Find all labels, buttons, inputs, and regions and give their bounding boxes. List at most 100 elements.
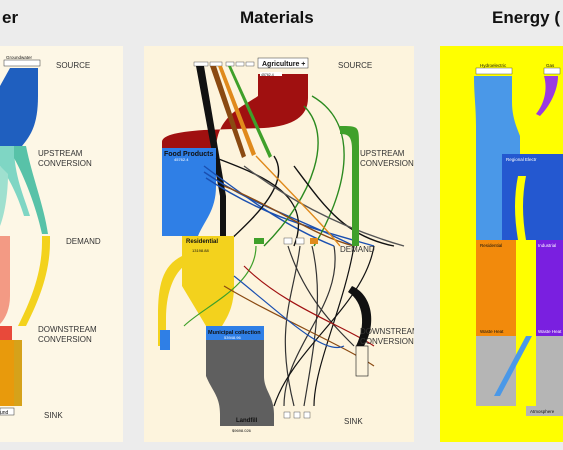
energy-gas-node-box (543, 67, 561, 75)
water-panel: er Groundwater und SOURCE UP (0, 0, 130, 450)
energy-left-flow (476, 154, 502, 240)
materials-source-stub-1 (193, 61, 209, 67)
materials-sink-node-3 (303, 411, 311, 419)
water-source-flow (0, 68, 38, 146)
water-demand-bar-yellow (42, 236, 50, 242)
energy-grey-flow-1 (476, 336, 516, 406)
energy-sankey-diagram: Hydroelectric Gas Regional Electr Reside… (474, 63, 563, 416)
materials-residential-flow (182, 246, 234, 326)
materials-source-stub-5 (245, 61, 255, 67)
materials-stage-sink: SINK (344, 417, 363, 426)
materials-landfill-value: $9698.026 (232, 428, 252, 433)
materials-stage-source: SOURCE (338, 61, 372, 70)
materials-landfill-node-box (220, 414, 274, 426)
energy-regional-flow (502, 164, 563, 240)
materials-demand-node-white-2 (295, 237, 305, 245)
water-panel-title: er (2, 8, 19, 27)
materials-demand-node-orange (310, 238, 318, 244)
water-stage-downstream-1: DOWNSTREAM (38, 325, 97, 334)
energy-atmosphere-label: Atmosphere (530, 409, 555, 414)
materials-flow-orange (218, 66, 256, 156)
materials-municipal-label: Municipal collection (208, 330, 261, 336)
water-source-node-label: Groundwater (6, 55, 33, 60)
energy-waste-heat-2-label: Waste Heat (538, 329, 562, 334)
materials-municipal-flow (206, 340, 274, 414)
energy-atmosphere-node-box (526, 406, 563, 416)
water-stage-upstream-1: UPSTREAM (38, 149, 83, 158)
materials-sink-node-2 (293, 411, 301, 419)
energy-hydro-label: Hydroelectric (480, 63, 507, 68)
materials-source-stub-2 (209, 61, 223, 67)
water-stage-sink: SINK (44, 411, 63, 420)
energy-regional-node-box (502, 154, 563, 164)
energy-panel: Energy ( (430, 0, 563, 450)
materials-stage-upstream-1: UPSTREAM (360, 149, 405, 158)
materials-agriculture-value: 45762.4 (261, 73, 274, 77)
energy-waste-heat-2-node-box (536, 326, 563, 336)
materials-flow-green (228, 66, 272, 158)
energy-hydro-flow (474, 76, 520, 154)
materials-food-node-box (162, 148, 216, 162)
energy-panel-title: Energy ( (492, 8, 561, 27)
energy-residential-node-box (476, 240, 516, 250)
water-source-node-box (3, 59, 41, 67)
energy-industrial-node-box (536, 240, 563, 250)
water-flow-yellow (18, 242, 50, 326)
materials-demand-node-green (254, 238, 264, 244)
materials-municipal-node-box (206, 326, 264, 340)
materials-agriculture-value-box (260, 72, 282, 76)
water-flow-salmon (0, 296, 10, 324)
materials-stage-downstream-1: DOWNSTREAM (360, 327, 414, 336)
materials-sankey-card: Agriculture + 45762.4 Food Products 4576… (144, 46, 414, 442)
materials-flow-green-loop (340, 126, 359, 246)
materials-landfill-label: Landfill (236, 418, 258, 424)
energy-gas-flow (536, 76, 558, 116)
materials-panel-title: Materials (240, 8, 314, 27)
materials-flow-left-loop (158, 256, 184, 346)
energy-hydro-node-box (475, 67, 513, 75)
energy-regional-label: Regional Electr (506, 157, 537, 162)
water-downstream-red (0, 326, 12, 340)
water-flow-orange (0, 340, 14, 406)
materials-source-stub-4 (235, 61, 245, 67)
water-flow-teal-1 (0, 146, 30, 216)
materials-food-value: 45762.4 (174, 157, 189, 162)
water-stage-source: SOURCE (56, 61, 90, 70)
materials-residential-label: Residential (186, 239, 218, 245)
water-sink-node-label: und (0, 410, 9, 416)
materials-agriculture-label: Agriculture + (262, 61, 305, 68)
water-flow-teal-2 (14, 146, 48, 234)
energy-industrial-flow (536, 250, 563, 326)
materials-food-label: Food Products (164, 151, 213, 158)
materials-residential-value: 13198.88 (192, 248, 209, 253)
water-sankey-card: Groundwater und SOURCE UPSTREAM CONVERSI… (0, 46, 123, 442)
materials-agriculture-flow (162, 74, 308, 150)
materials-panel: Materials (134, 0, 424, 450)
materials-food-flow (162, 150, 216, 236)
materials-municipal-value: 53948.96 (224, 335, 241, 340)
energy-gas-label: Gas (546, 63, 555, 68)
materials-demand-node-white-1 (283, 237, 293, 245)
water-flow-gold (14, 340, 22, 406)
water-flow-teal-3 (0, 166, 8, 226)
materials-stage-demand: DEMAND (340, 245, 375, 254)
energy-sankey-card: Hydroelectric Gas Regional Electr Reside… (440, 46, 563, 442)
materials-right-node (355, 345, 369, 377)
materials-flow-black (196, 66, 226, 246)
energy-flow-yellow-gap (515, 176, 526, 240)
water-stage-downstream-2: CONVERSION (38, 335, 92, 344)
materials-sankey-diagram: Agriculture + 45762.4 Food Products 4576… (158, 57, 414, 433)
energy-residential-flow (476, 250, 516, 326)
materials-sink-node-1 (283, 411, 291, 419)
energy-industrial-label: Industrial (538, 243, 556, 248)
energy-blue-diagonal (494, 336, 532, 396)
materials-flow-brown (210, 66, 246, 158)
materials-stage-upstream-2: CONVERSION (360, 159, 414, 168)
materials-residential-node-box (182, 236, 234, 246)
water-sink-node-box (0, 407, 15, 416)
energy-grey-flow-2 (536, 336, 563, 406)
energy-waste-heat-1-label: Waste Heat (480, 329, 504, 334)
materials-flow-right-loop (348, 286, 372, 346)
water-stage-demand: DEMAND (66, 237, 101, 246)
energy-residential-label: Residential (480, 243, 502, 248)
